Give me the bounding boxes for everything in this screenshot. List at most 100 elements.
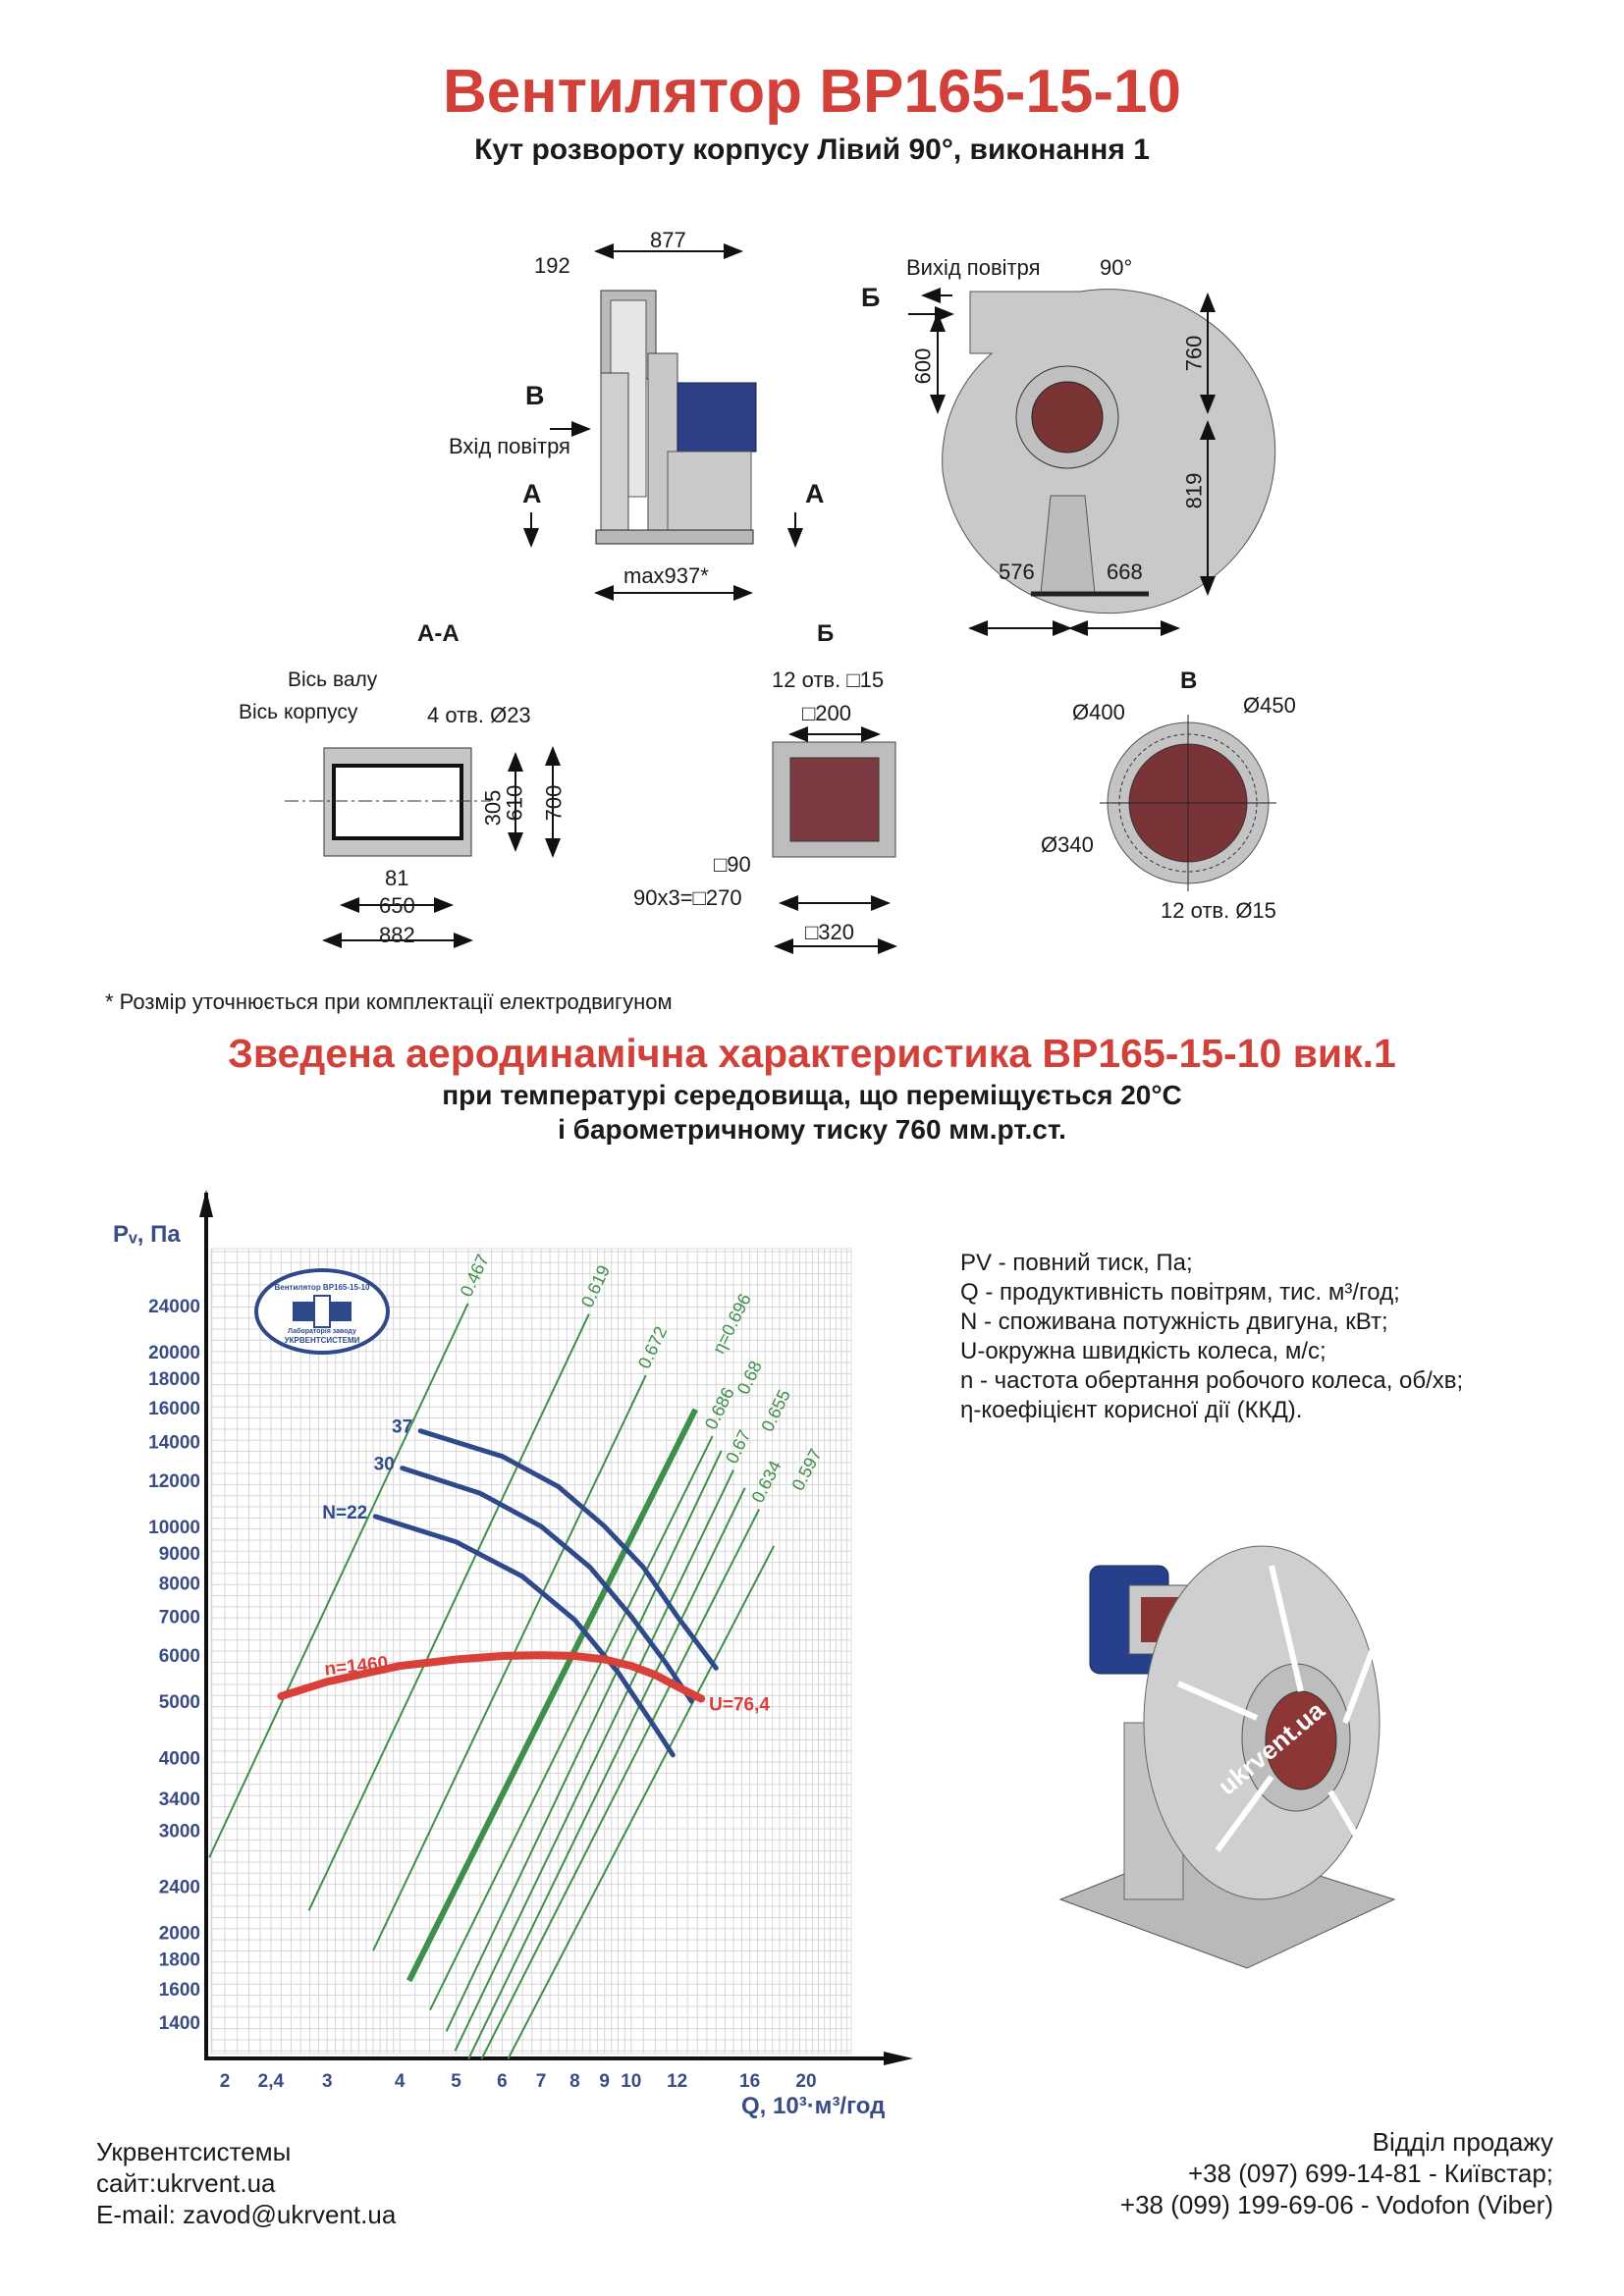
front-view-drawing [908,288,1276,636]
y-tick-label: 1600 [159,1980,200,2001]
pressure-curve [277,1651,706,1703]
dim-576: 576 [999,560,1035,584]
y-tick-label: 1400 [159,2013,200,2034]
y-tick-label: 3400 [159,1789,200,1810]
x-tick-label: 6 [497,2071,508,2092]
dim-760: 760 [1181,335,1207,372]
x-axis-arrow [884,2052,913,2065]
legend-n: N - споживана потужність двигуна, кВт; [960,1308,1388,1335]
section-subtitle-1: при температурі середовища, що переміщує… [442,1080,1182,1110]
x-tick-label: 3 [322,2071,333,2092]
holes-12-sq15: 12 отв. □15 [772,667,885,692]
section-a-right: А [805,479,825,508]
y-tick-label: 3000 [159,1821,200,1842]
angle-90: 90° [1100,255,1133,280]
view-v-drawing [1100,715,1276,891]
dim-sq90: □90 [714,852,751,877]
dim-610: 610 [502,784,527,822]
x-tick-label: 5 [451,2071,461,2092]
dim-668: 668 [1107,560,1143,584]
dim-d450: Ø450 [1243,693,1296,718]
x-tick-label: 7 [536,2071,547,2092]
website-link[interactable]: сайт:ukrvent.ua [96,2168,276,2198]
technical-drawings [285,243,1276,954]
logo-text-top: Вентилятор ВР165-15-10 [274,1283,370,1292]
x-tick-label: 4 [395,2071,406,2092]
x-tick-label: 9 [599,2071,610,2092]
body-axis-label: Вісь корпусу [239,701,358,723]
dim-d340: Ø340 [1041,832,1094,857]
x-tick-label: 10 [621,2071,641,2092]
x-tick-label: 16 [739,2071,760,2092]
y-tick-label: 4000 [159,1748,200,1769]
section-aa-title: А-А [417,620,460,647]
y-tick-label: 18000 [148,1369,200,1390]
x-tick-label: 12 [667,2071,687,2092]
x-axis-label: Q, 10³·м³/год [741,2093,885,2119]
section-title: Зведена аеродинамічна характеристика ВР1… [228,1031,1396,1076]
side-view-drawing [523,243,803,601]
logo-text-bottom: УКРВЕНТСИСТЕМИ [285,1336,360,1345]
efficiency-line [445,1450,723,2032]
y-tick-label: 2000 [159,1923,200,1944]
power-curve-label: 30 [374,1455,395,1475]
power-curve [400,1466,694,1704]
dim-81: 81 [385,866,409,890]
dim-d400: Ø400 [1072,700,1125,724]
legend-u: U-окружна швидкість колеса, м/с; [960,1338,1326,1364]
efficiency-line [406,1408,698,1983]
power-curve-label: N=22 [322,1503,367,1523]
y-tick-label: 14000 [148,1432,200,1453]
lab-logo-stamp: Вентилятор ВР165-15-10 Лабораторія завод… [253,1266,391,1357]
y-axis-arrow [199,1190,213,1217]
legend: PV - повний тиск, Па; Q - продуктивність… [960,1249,1463,1425]
legend-q: Q - продуктивність повітрям, тис. м³/год… [960,1279,1400,1306]
dim-819: 819 [1181,472,1207,509]
dim-192: 192 [534,253,570,278]
power-curve [417,1428,719,1671]
legend-eta: η-коефіцієнт корисної дії (ККД). [960,1397,1303,1423]
phone-kyivstar[interactable]: +38 (097) 699-14-81 - Київстар; [1187,2159,1553,2188]
page-subtitle: Кут розвороту корпусу Лівий 90°, виконан… [474,133,1150,166]
y-tick-label: 7000 [159,1608,200,1629]
efficiency-line [467,1487,746,2059]
y-tick-label: 9000 [159,1544,200,1565]
x-tick-label: 20 [795,2071,816,2092]
holes-4-d23: 4 отв. Ø23 [427,703,531,727]
y-tick-label: 16000 [148,1399,200,1419]
dim-600: 600 [910,347,936,385]
y-tick-label: 20000 [148,1343,200,1363]
dim-882: 882 [379,923,415,947]
footnote: * Розмір уточнюється при комплектації ел… [105,989,673,1014]
dim-max937: max937* [623,563,709,588]
email-link[interactable]: E-mail: zavod@ukrvent.ua [96,2200,397,2229]
air-inlet-label: Вхід повітря [449,434,570,458]
y-tick-label: 5000 [159,1692,200,1713]
efficiency-line [208,1303,469,1858]
phone-vodafone[interactable]: +38 (099) 199-69-06 - Vodofon (Viber) [1119,2190,1553,2219]
x-tick-label: 8 [569,2071,580,2092]
company-name: Укрвентсистемы [96,2137,292,2166]
y-tick-label: 2400 [159,1878,200,1898]
power-curve [372,1514,676,1758]
y-tick-label: 6000 [159,1646,200,1667]
dim-sq270: 90х3=□270 [633,885,742,910]
fan-illustration: ukrvent.ua [1058,1545,1396,1969]
dim-877: 877 [650,228,686,252]
efficiency-line [429,1435,714,2010]
x-tick-label: 2 [220,2071,231,2092]
view-b-title: Б [817,620,835,647]
efficiency-line [307,1313,590,1911]
shaft-axis-label: Вісь валу [288,668,378,691]
tip-speed-label: U=76,4 [709,1694,770,1715]
y-tick-label: 12000 [148,1471,200,1492]
air-outlet-label: Вихід повітря [906,255,1041,280]
view-v-marker: В [525,381,545,410]
section-aa-drawing [285,746,561,948]
dim-sq320: □320 [805,920,854,944]
power-curve-label: 37 [392,1417,412,1438]
efficiency-line [507,1545,776,2060]
page-title: Вентилятор ВР165-15-10 [442,58,1182,126]
view-v-title: В [1180,667,1198,694]
